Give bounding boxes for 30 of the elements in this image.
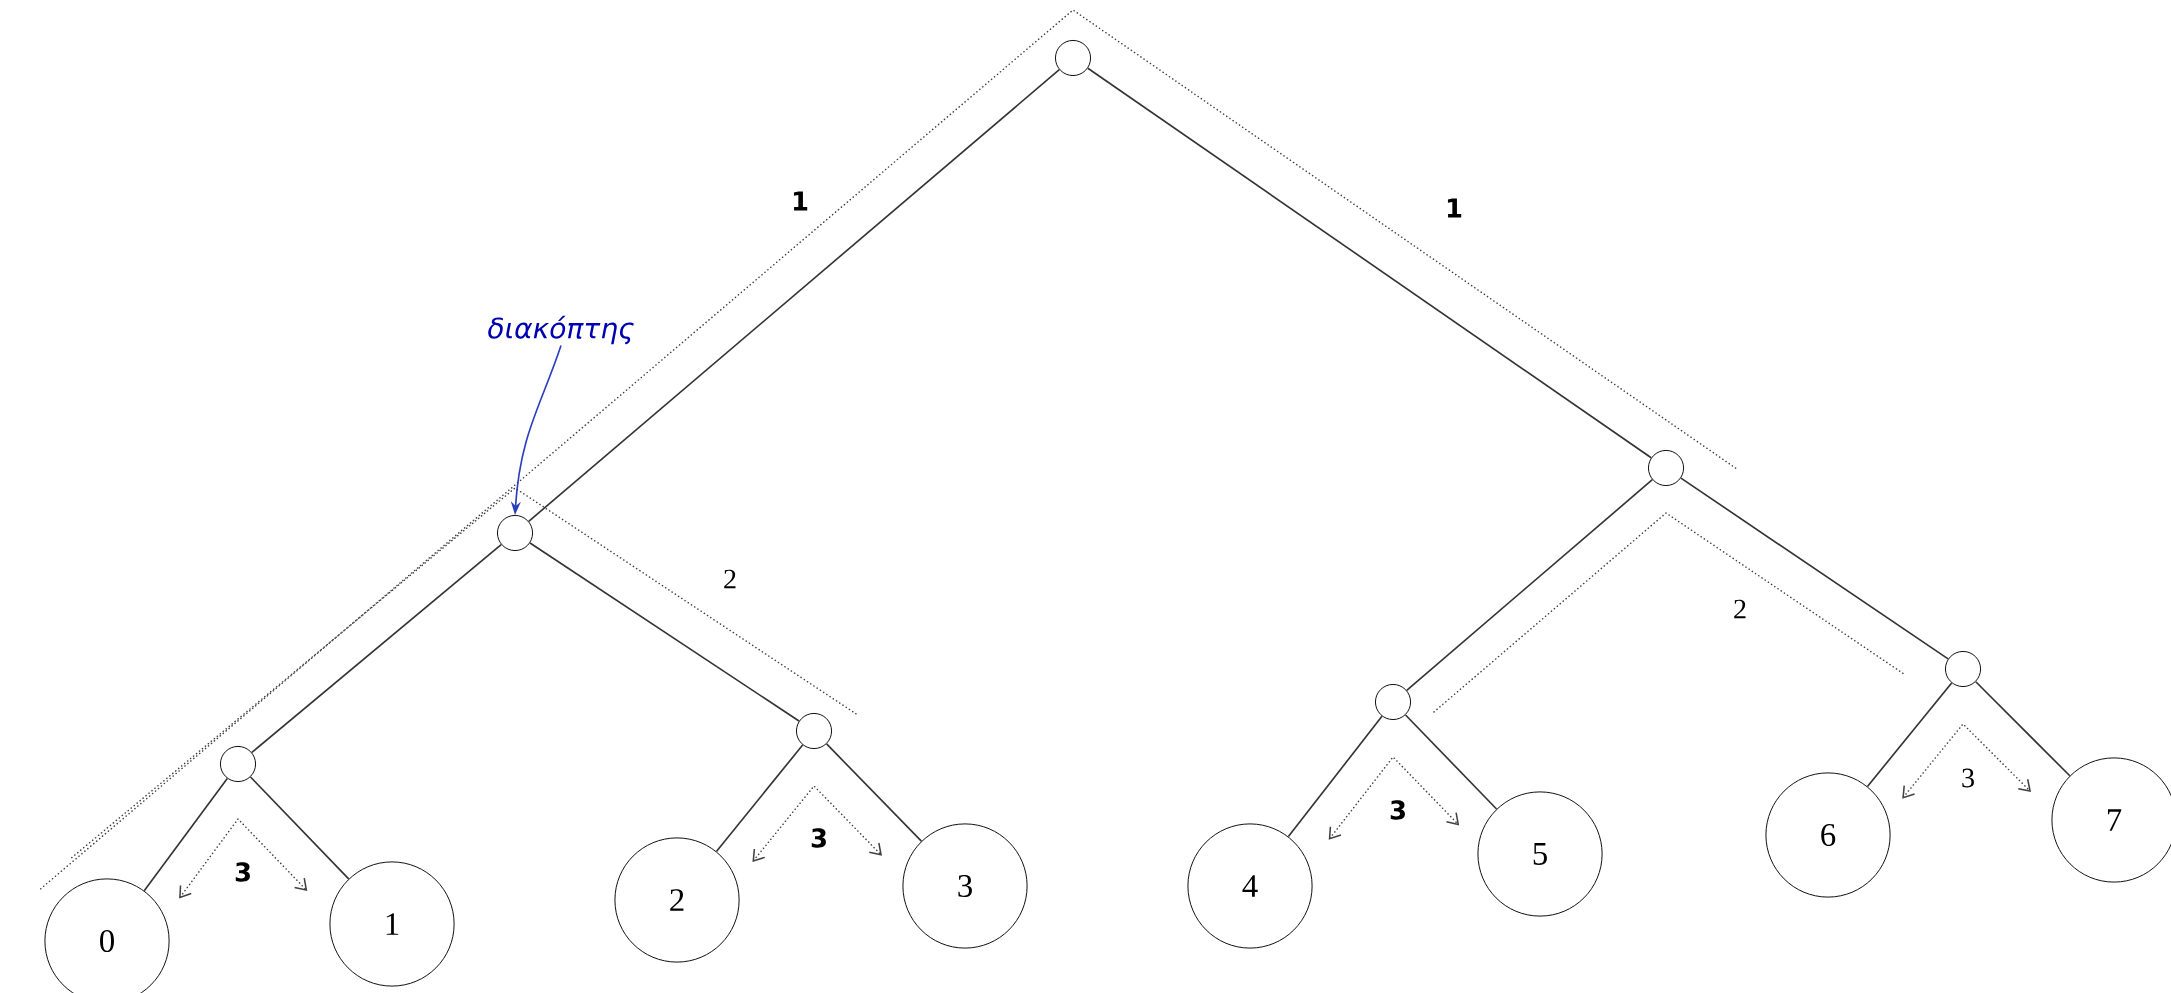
switch-circle [219,745,257,783]
connecting-line [529,542,800,722]
connecting-line [1974,680,2071,777]
connecting-line [143,777,229,892]
stage-number: 1 [1447,198,1462,218]
switch-circle [1647,449,1685,487]
connecting-line [1866,682,1953,788]
stage-number: 2 [1734,599,1746,619]
connecting-line [715,744,804,853]
switch-circle [795,712,833,750]
switch-circle [1054,39,1092,77]
stage-number: 3 [1390,800,1405,820]
handwritten-label: διακόπτης [488,315,634,345]
connecting-line [1087,67,1652,459]
stage-number: 2 [724,569,736,589]
stage-number: 3 [811,828,826,848]
stage-number: 3 [235,862,250,882]
connecting-line [251,543,502,754]
switch-circle [1944,650,1982,688]
connecting-line [1287,715,1383,838]
connecting-line [249,776,350,880]
connecting-line [825,743,923,842]
connecting-line [527,68,1061,523]
connecting-line [1405,478,1654,692]
stage-number: 1 [793,191,808,211]
connecting-line [1404,714,1498,810]
connecting-line [1680,477,1949,660]
switch-circle [496,514,534,552]
switch-circle [1374,683,1412,721]
stage-number: 3 [1962,768,1974,788]
